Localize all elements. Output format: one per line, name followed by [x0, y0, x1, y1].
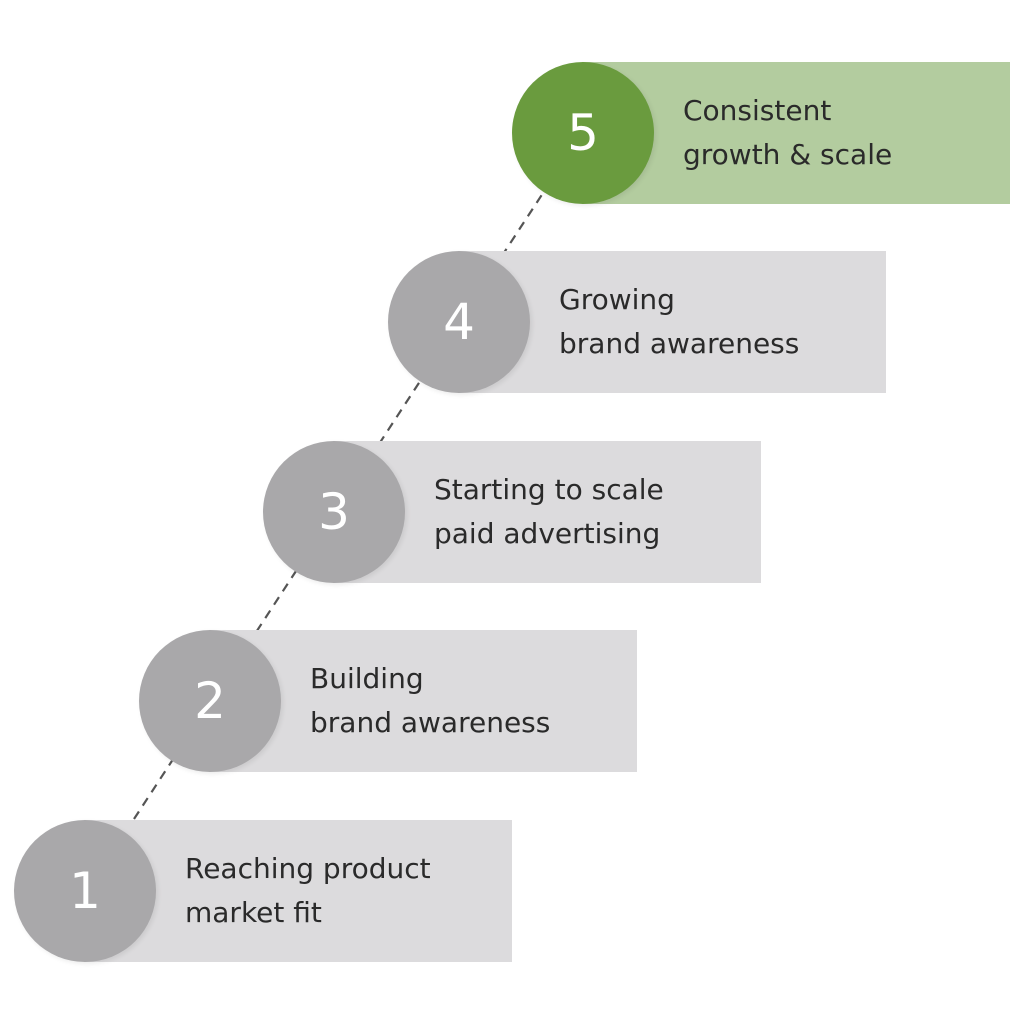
step-label: Starting to scale paid advertising [434, 441, 664, 583]
step-label-line2: paid advertising [434, 517, 661, 550]
step-label: Building brand awareness [310, 630, 550, 772]
step-label-line2: brand awareness [559, 327, 800, 360]
step-number-badge: 4 [388, 251, 530, 393]
step-number-badge: 2 [139, 630, 281, 772]
step-label-line2: market fit [185, 896, 322, 929]
step-label-line2: growth & scale [683, 138, 893, 171]
step-number-badge: 3 [263, 441, 405, 583]
step-label-line1: Growing [559, 283, 675, 316]
step-number-badge: 5 [512, 62, 654, 204]
step-label: Growing brand awareness [559, 251, 799, 393]
step-label-line1: Starting to scale [434, 473, 664, 506]
step-label-line2: brand awareness [310, 706, 551, 739]
step-label: Consistent growth & scale [683, 62, 892, 204]
step-label: Reaching product market fit [185, 820, 431, 962]
step-label-line1: Building [310, 662, 424, 695]
step-label-line1: Consistent [683, 94, 832, 127]
step-label-line1: Reaching product [185, 852, 431, 885]
step-number-badge: 1 [14, 820, 156, 962]
